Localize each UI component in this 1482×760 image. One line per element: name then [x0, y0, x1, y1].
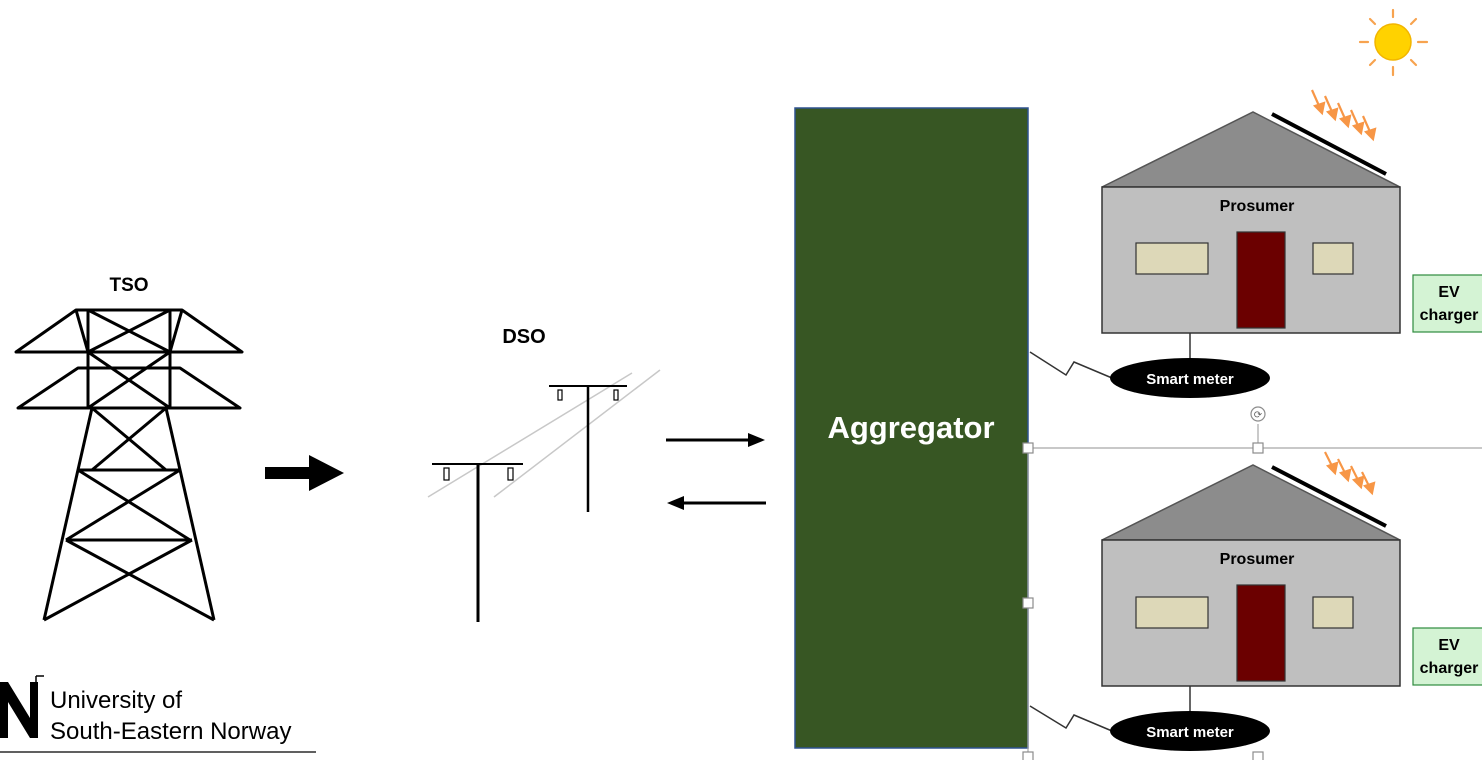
door-icon [1236, 584, 1286, 682]
solar-panel-icon [1271, 465, 1387, 528]
aggregator-label: Aggregator [827, 410, 994, 445]
logo-line-2: South-Eastern Norway [50, 718, 291, 745]
solar-radiation-arrows-icon [1324, 451, 1376, 496]
tso-transmission-tower-icon [14, 308, 244, 622]
door-icon [1236, 231, 1286, 329]
usn-logo-icon [0, 675, 316, 753]
prosumer-house-2 [1029, 451, 1401, 751]
window-icon [1312, 596, 1354, 629]
ev-charger-label-1b: charger [1420, 307, 1479, 324]
window-icon [1135, 242, 1209, 275]
solar-panel-icon [1271, 112, 1387, 176]
smart-meter-label-1: Smart meter [1146, 371, 1234, 388]
tso-to-dso-arrow-icon [265, 455, 344, 491]
rotate-handle-icon[interactable] [1250, 406, 1266, 422]
dso-distribution-poles-icon [427, 369, 661, 622]
communication-link-icon [1029, 705, 1113, 732]
ev-charger-label-1a: EV [1438, 284, 1460, 301]
rotate-handle-glyph: ⟳ [1254, 410, 1263, 421]
prosumer-label-1: Prosumer [1220, 198, 1295, 215]
ev-charger-box-2 [1412, 627, 1482, 686]
ev-charger-label-2a: EV [1438, 637, 1460, 654]
resize-handle-bottom-left[interactable] [1022, 751, 1034, 760]
smart-meter-2 [1110, 711, 1270, 751]
window-icon [1135, 596, 1209, 629]
logo-line-1: University of [50, 687, 182, 714]
resize-handle-top-middle[interactable] [1252, 442, 1264, 454]
prosumer-label-2: Prosumer [1220, 551, 1295, 568]
resize-handle-middle-left[interactable] [1022, 597, 1034, 609]
tso-label: TSO [109, 275, 148, 296]
communication-link-icon [1029, 351, 1113, 379]
window-icon [1312, 242, 1354, 275]
ev-charger-label-2b: charger [1420, 660, 1479, 677]
prosumer-house-1 [1029, 89, 1401, 398]
resize-handle-top-left[interactable] [1022, 442, 1034, 454]
dso-to-aggregator-arrow-icon [666, 433, 765, 447]
dso-label: DSO [502, 326, 545, 348]
aggregator-box [794, 107, 1029, 749]
ev-charger-box-1 [1412, 274, 1482, 333]
solar-radiation-arrows-icon [1310, 89, 1377, 142]
resize-handle-bottom-middle[interactable] [1252, 751, 1264, 760]
sun-icon [1358, 8, 1429, 77]
smart-meter-label-2: Smart meter [1146, 724, 1234, 741]
aggregator-to-dso-arrow-icon [667, 496, 766, 510]
smart-meter-1 [1110, 358, 1270, 398]
